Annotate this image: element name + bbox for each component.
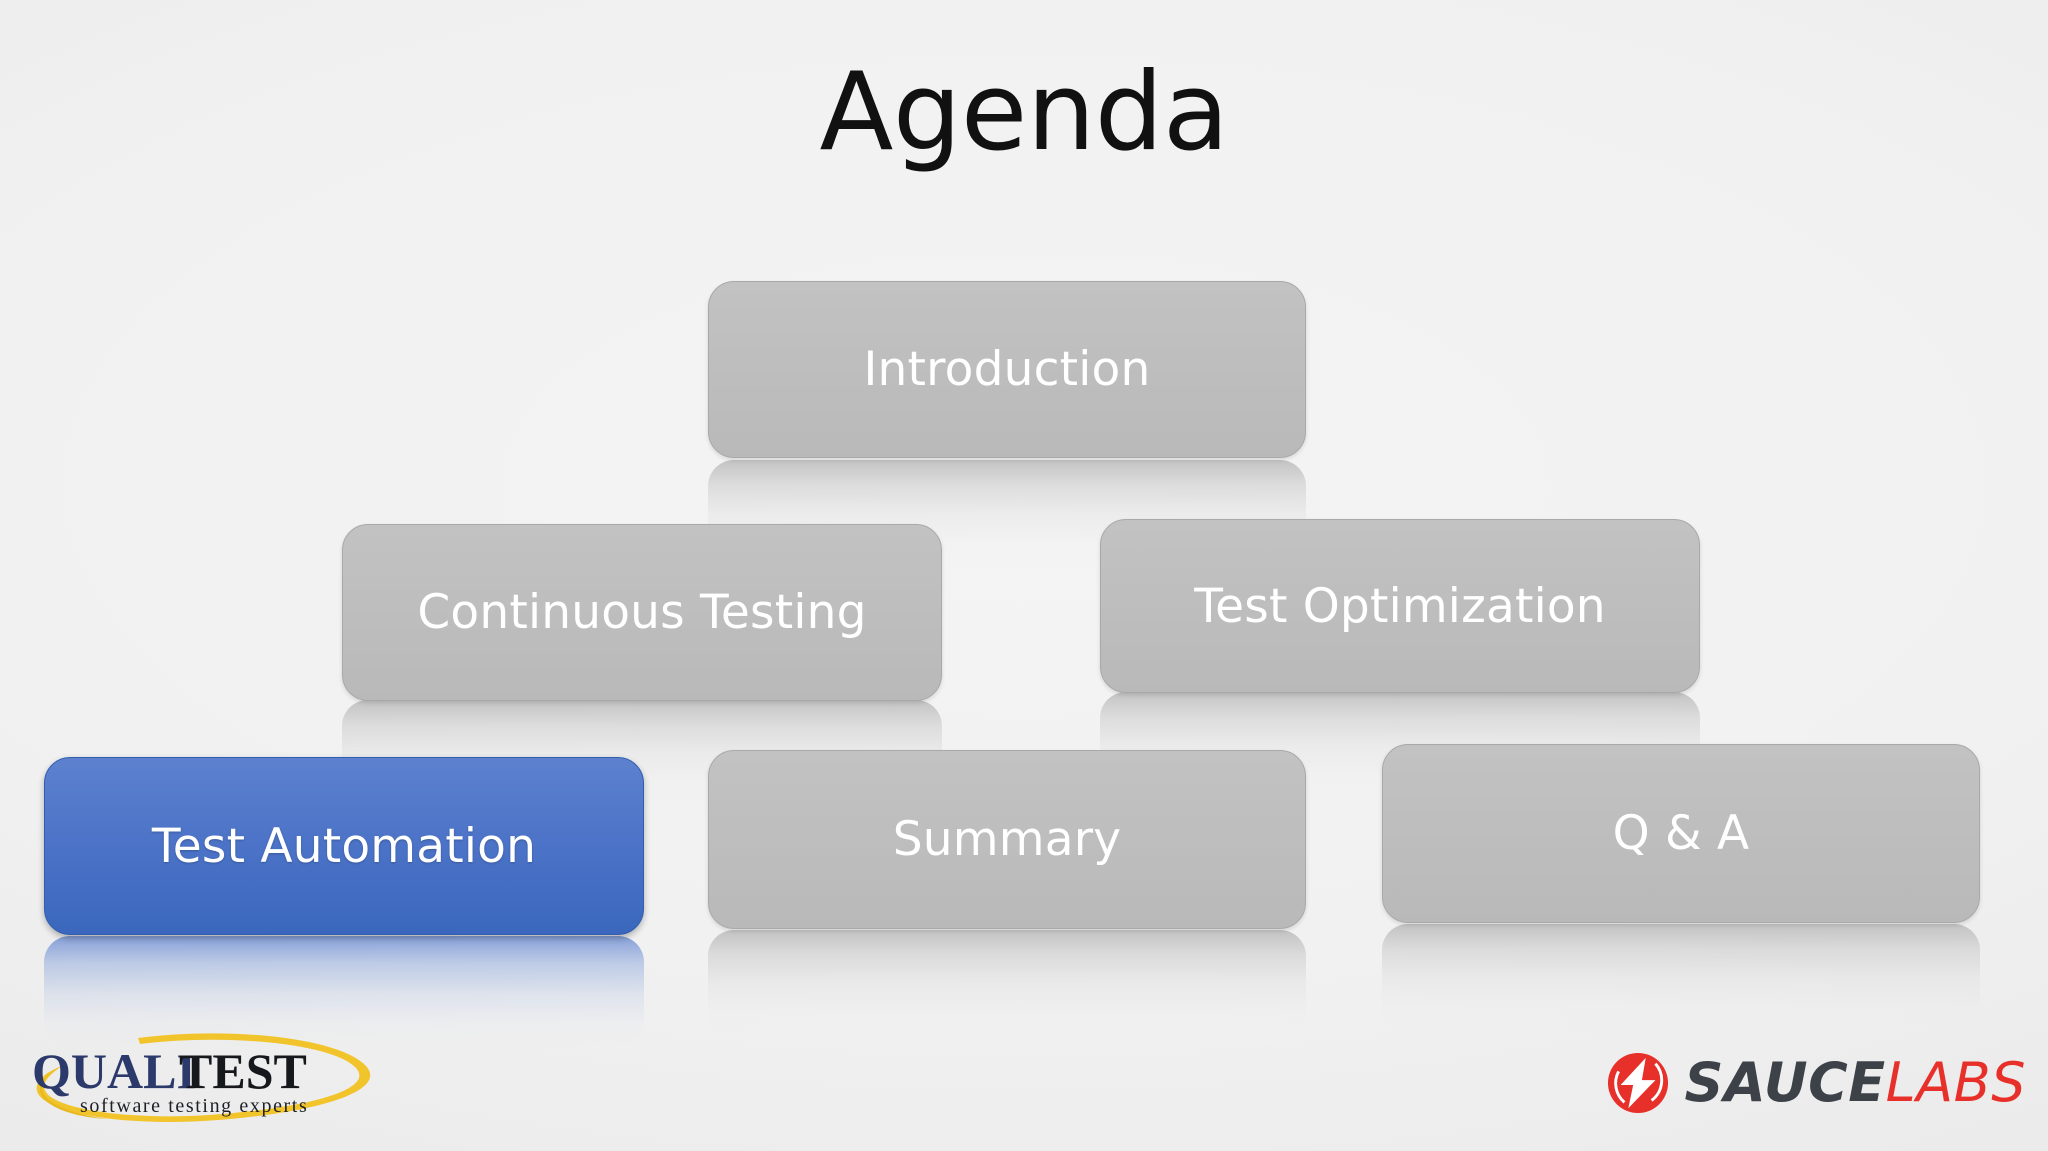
- agenda-item-introduction[interactable]: Introduction: [708, 281, 1306, 458]
- agenda-item-continuous-testing[interactable]: Continuous Testing: [342, 524, 942, 701]
- agenda-reflection-summary: [708, 930, 1306, 1042]
- qualitest-logo: QUALI TEST software testing experts: [22, 1030, 412, 1138]
- sauce-labs-wordmark: SAUCELABS: [1685, 1056, 2026, 1110]
- agenda-item-summary[interactable]: Summary: [708, 750, 1306, 929]
- page-title: Agenda: [819, 50, 1229, 175]
- qualitest-logo-graphic: QUALI TEST software testing experts: [32, 1033, 371, 1122]
- qualitest-tagline: software testing experts: [80, 1095, 308, 1117]
- agenda-item-label: Summary: [892, 812, 1122, 867]
- agenda-item-label: Q & A: [1612, 806, 1750, 861]
- agenda-reflection-q-and-a: [1382, 924, 1980, 1036]
- sauce-labs-word-primary: SAUCE: [1684, 1051, 1886, 1114]
- agenda-item-label: Test Automation: [151, 818, 537, 874]
- qualitest-word-primary: QUALI: [32, 1043, 196, 1099]
- agenda-item-label: Test Optimization: [1194, 578, 1606, 634]
- lightning-bolt-icon: [1607, 1052, 1668, 1114]
- qualitest-swoosh-icon: [36, 1033, 371, 1122]
- sauce-labs-word-secondary: LABS: [1885, 1051, 2026, 1114]
- agenda-item-test-optimization[interactable]: Test Optimization: [1100, 519, 1700, 693]
- agenda-item-label: Introduction: [863, 342, 1151, 397]
- sauce-labs-logo: SAUCELABS: [1607, 1042, 2026, 1124]
- agenda-item-label: Continuous Testing: [417, 585, 867, 640]
- agenda-item-q-and-a[interactable]: Q & A: [1382, 744, 1980, 923]
- qualitest-word-secondary: TEST: [179, 1043, 307, 1099]
- agenda-item-test-automation[interactable]: Test Automation: [44, 757, 644, 935]
